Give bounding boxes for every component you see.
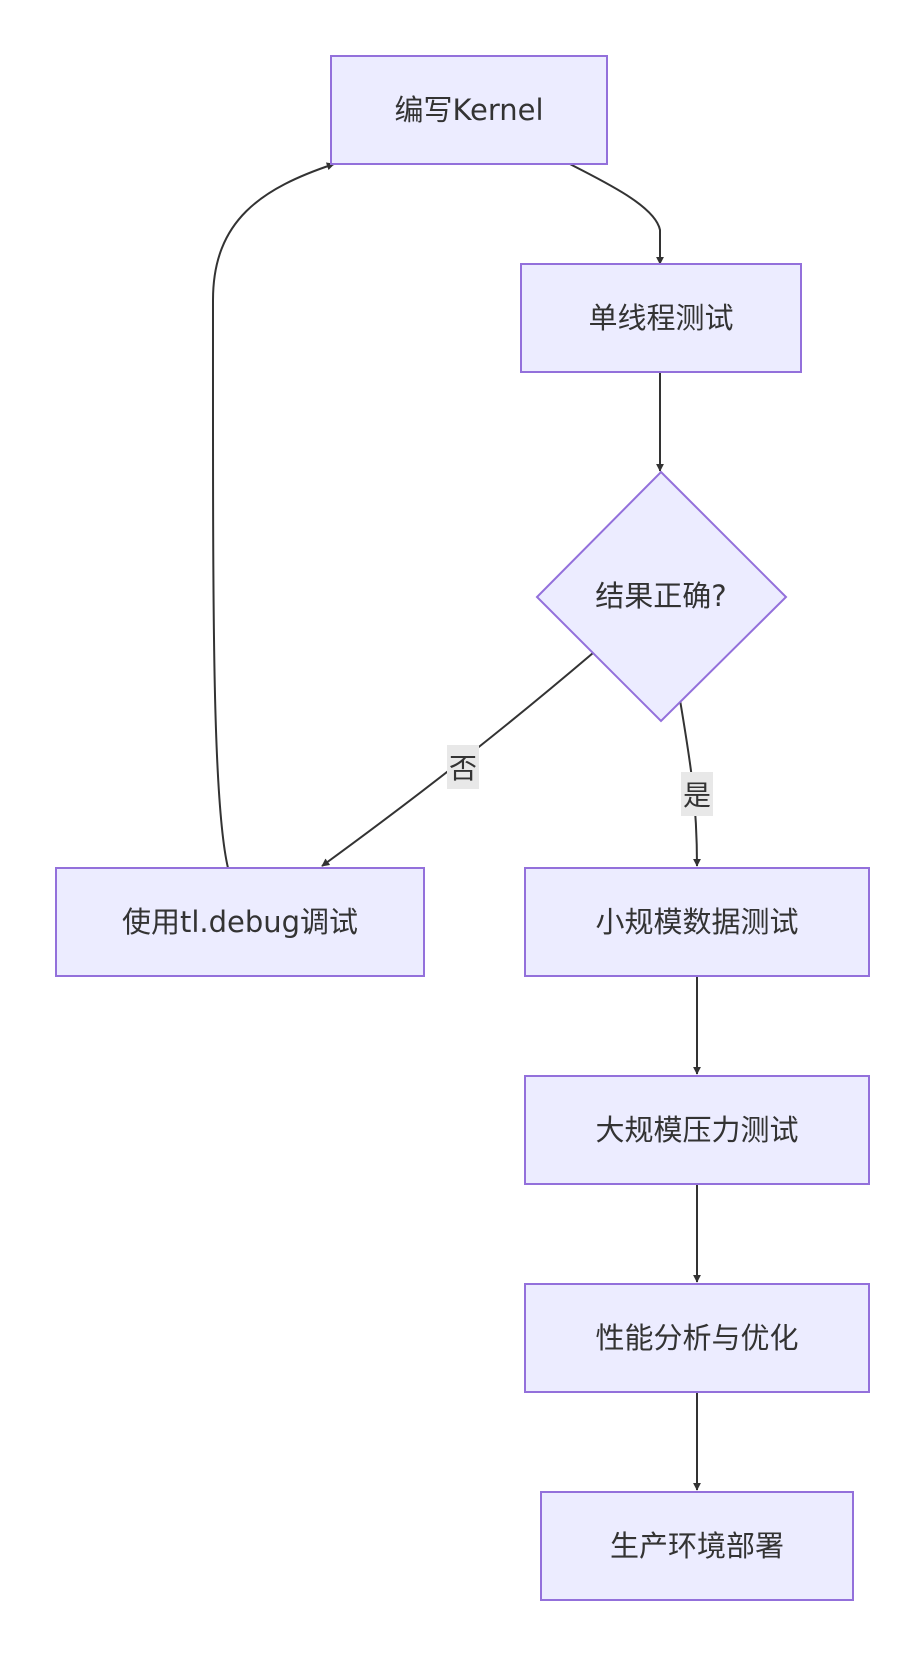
node-single-thread-test[interactable]: 单线程测试: [520, 263, 802, 373]
node-small-data-test[interactable]: 小规模数据测试: [524, 867, 870, 977]
node-large-stress-test[interactable]: 大规模压力测试: [524, 1075, 870, 1185]
node-perf-analysis[interactable]: 性能分析与优化: [524, 1283, 870, 1393]
node-result-correct-label: 结果正确?: [595, 579, 726, 613]
node-single-thread-test-label: 单线程测试: [588, 301, 733, 335]
edge-label-no: 否: [447, 745, 479, 789]
node-small-data-test-label: 小规模数据测试: [595, 905, 798, 939]
edge-label-yes-text: 是: [683, 779, 711, 812]
node-large-stress-test-label: 大规模压力测试: [595, 1113, 798, 1147]
node-perf-analysis-label: 性能分析与优化: [595, 1321, 798, 1355]
node-production-deploy[interactable]: 生产环境部署: [540, 1491, 854, 1601]
node-debug-with-tl-label: 使用tl.debug调试: [122, 905, 358, 939]
node-write-kernel[interactable]: 编写Kernel: [330, 55, 608, 165]
edge-debug-back-to-write: [211, 162, 335, 869]
edge-write-to-single-thread: [567, 162, 664, 265]
node-write-kernel-label: 编写Kernel: [394, 93, 543, 127]
node-production-deploy-label: 生产环境部署: [610, 1529, 784, 1563]
node-result-correct-decision[interactable]: 结果正确?: [535, 470, 788, 723]
edge-label-no-text: 否: [449, 752, 477, 785]
node-debug-with-tl[interactable]: 使用tl.debug调试: [55, 867, 425, 977]
edge-label-yes: 是: [681, 772, 713, 816]
